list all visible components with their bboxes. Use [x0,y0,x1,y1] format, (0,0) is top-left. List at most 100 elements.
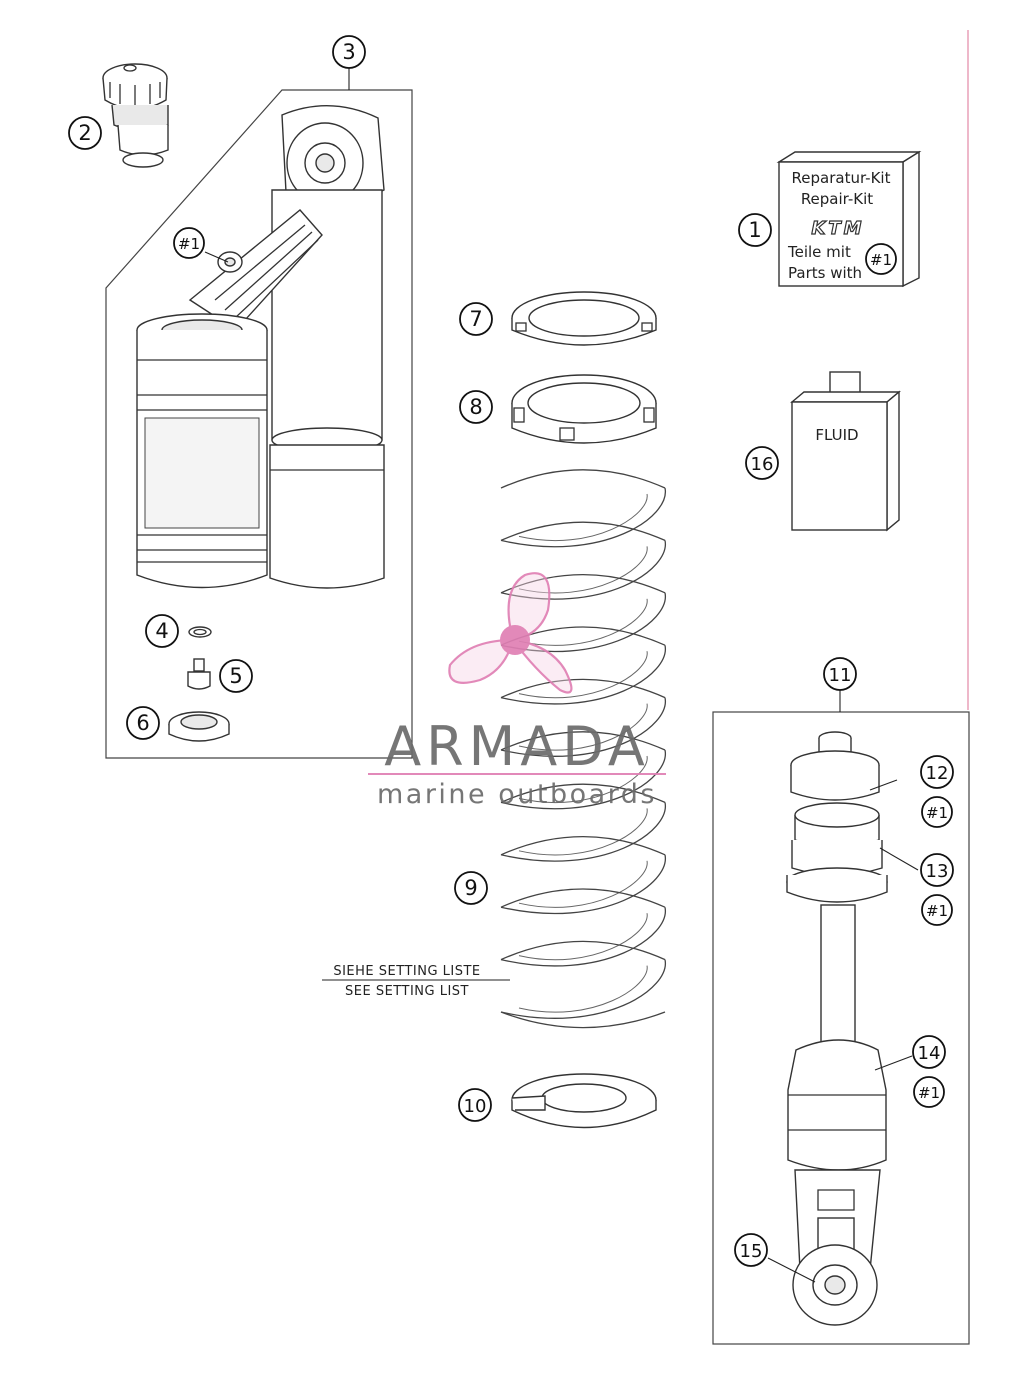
callout-kit-marker-12: #1 [921,796,953,828]
callout-kit-marker-housing: #1 [173,227,205,259]
spring-coil-front [500,749,666,810]
spring-coil-back [500,888,666,908]
spring-coil-back [500,940,666,961]
spring-coil-inner [518,493,648,542]
svg-text:15: 15 [740,1241,763,1262]
spring-coil-front [500,697,666,757]
spring-coil-inner [518,808,648,856]
svg-text:1: 1 [748,218,761,242]
callout-5: 5 [219,659,253,693]
part-4-o-ring [188,626,212,638]
callout-2: 2 [68,116,102,150]
spring-coil-inner [518,860,648,908]
spring-coil-inner [518,703,648,751]
propeller-logo-icon [448,572,573,694]
repair-kit-line-4: Parts with [788,264,862,282]
spring-coil-front [500,487,666,548]
spring-coil-front [500,959,666,1019]
svg-text:8: 8 [469,395,482,419]
spring-note-german: SIEHE SETTING LISTE [333,964,480,979]
spring-coil-front [500,854,666,915]
spring-coil-inner [518,651,648,699]
callout-10: 10 [458,1088,492,1122]
spring-setting-note: SIEHE SETTING LISTE SEE SETTING LIST [322,964,510,999]
svg-text:16: 16 [751,454,774,475]
spring-coil-back [500,731,666,751]
part-9-coil-spring [500,469,666,1029]
kit-marker-circle [865,243,897,275]
spring-coil-back [500,678,666,699]
part-16-fluid-container: FLUID [790,371,901,532]
callout-3: 3 [332,35,366,69]
spring-coil-back [500,783,666,803]
svg-text:#1: #1 [926,902,948,920]
spring-coil-end [500,1011,666,1029]
repair-kit-line-3: Teile mit [787,243,851,261]
part-11-piston-rod-assembly [786,731,888,1326]
svg-text:7: 7 [469,307,482,331]
svg-text:13: 13 [926,861,949,882]
svg-text:6: 6 [136,711,149,735]
part-10-spring-seat [511,1073,657,1129]
spring-note-english: SEE SETTING LIST [345,984,469,999]
callout-14: 14 [912,1035,946,1069]
part-8-lock-nut [511,374,657,444]
svg-text:14: 14 [918,1043,941,1064]
svg-text:4: 4 [155,619,168,643]
ktm-logo: KTM [811,218,864,239]
spring-coil-inner [518,965,648,1013]
spring-coil-front [500,802,666,862]
spring-coil-back [500,521,666,541]
housing-group-frame [105,68,413,759]
spring-coil-front [500,907,666,967]
callout-4: 4 [145,614,179,648]
callout-9: 9 [454,871,488,905]
callout-6: 6 [126,706,160,740]
svg-text:2: 2 [78,121,91,145]
armada-watermark: ARMADA marine outboards [368,572,666,810]
leader-lines [204,251,919,1283]
callout-12: 12 [920,755,954,789]
callout-7: 7 [459,302,493,336]
spring-coil-back [500,835,666,856]
svg-text:11: 11 [829,665,852,686]
fluid-label: FLUID [815,426,858,444]
spring-coil-inner [518,755,648,804]
svg-text:#1: #1 [178,235,200,253]
spring-coil-front [500,540,666,600]
callout-kit-marker-14: #1 [913,1076,945,1108]
svg-text:9: 9 [464,876,477,900]
spring-coil-back [500,573,666,594]
callout-13: 13 [920,853,954,887]
callout-11: 11 [823,657,857,691]
spring-coil-inner [518,598,648,646]
part-6-cap-ring [168,711,230,742]
callout-8: 8 [459,390,493,424]
spring-coil-inner [518,913,648,961]
svg-text:#1: #1 [918,1084,940,1102]
callout-kit-marker-13: #1 [921,894,953,926]
part-5-valve [187,658,211,690]
damper-rod-group-frame [712,690,970,1345]
kit-marker-label: #1 [870,251,892,269]
part-3-damper-housing [136,105,385,589]
part-2-adjuster-cap [102,63,169,168]
spring-coil-front [500,592,666,653]
svg-text:10: 10 [464,1096,487,1117]
svg-text:12: 12 [926,763,949,784]
callout-15: 15 [734,1233,768,1267]
svg-text:3: 3 [342,40,355,64]
callout-16: 16 [745,446,779,480]
spring-coil-inner [518,546,648,594]
part-7-collar-nut [511,291,657,346]
watermark-tagline: marine outboards [377,779,657,810]
repair-kit-line-1: Reparatur-Kit [792,169,891,187]
spring-coil-back [500,469,666,489]
watermark-brand: ARMADA [384,715,650,778]
svg-text:5: 5 [229,664,242,688]
svg-text:#1: #1 [926,804,948,822]
callout-1: 1 [738,213,772,247]
part-1-repair-kit-box: Reparatur-Kit Repair-Kit KTM Teile mit P… [776,150,922,288]
repair-kit-line-2: Repair-Kit [801,190,873,208]
